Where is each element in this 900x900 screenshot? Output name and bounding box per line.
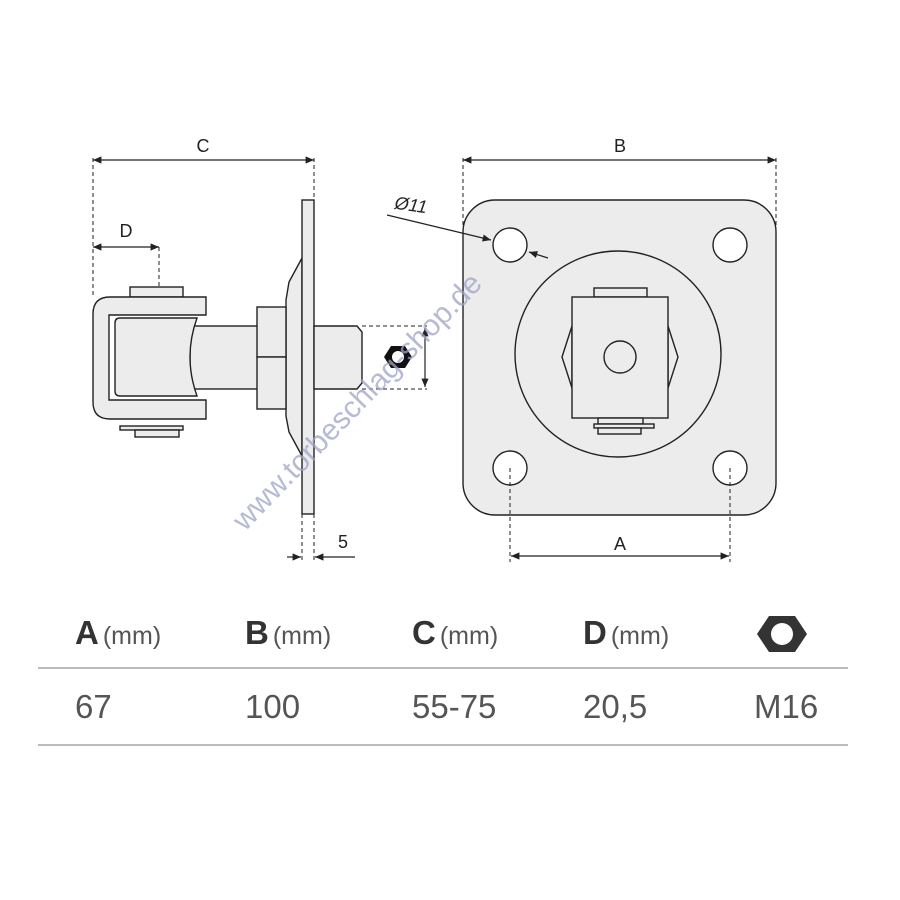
header-a: A(mm) xyxy=(75,614,162,651)
value-b: 100 xyxy=(245,688,301,725)
table-divider xyxy=(38,667,848,669)
shaft xyxy=(189,325,259,390)
hole xyxy=(712,227,748,263)
nut-top xyxy=(256,306,287,358)
dimension-b-label: B xyxy=(614,136,626,156)
hole-diameter-label: Ø11 xyxy=(392,193,428,217)
side-view: C D 5 xyxy=(92,136,429,561)
table-divider xyxy=(38,744,848,746)
hole xyxy=(492,227,528,263)
front-view: B A Ø11 xyxy=(386,136,777,562)
nut-bottom xyxy=(256,356,287,410)
dimension-c-label: C xyxy=(197,136,210,156)
dimension-d-label: D xyxy=(120,221,133,241)
pin-bottom xyxy=(134,429,180,438)
thickness-label: 5 xyxy=(338,532,348,552)
header-d: D(mm) xyxy=(583,614,670,651)
cone xyxy=(285,257,303,457)
threaded-end xyxy=(313,325,363,390)
dimension-a-label: A xyxy=(614,534,626,554)
value-c: 55-75 xyxy=(412,688,497,725)
pin-top xyxy=(129,286,184,298)
value-d: 20,5 xyxy=(583,688,648,725)
bracket xyxy=(92,296,207,420)
roller xyxy=(114,317,198,397)
hex-nut-icon xyxy=(757,616,807,652)
value-thread: M16 xyxy=(754,688,819,725)
value-a: 67 xyxy=(75,688,112,725)
pin-front xyxy=(603,340,637,374)
header-c: C(mm) xyxy=(412,614,499,651)
header-b: B(mm) xyxy=(245,614,332,651)
